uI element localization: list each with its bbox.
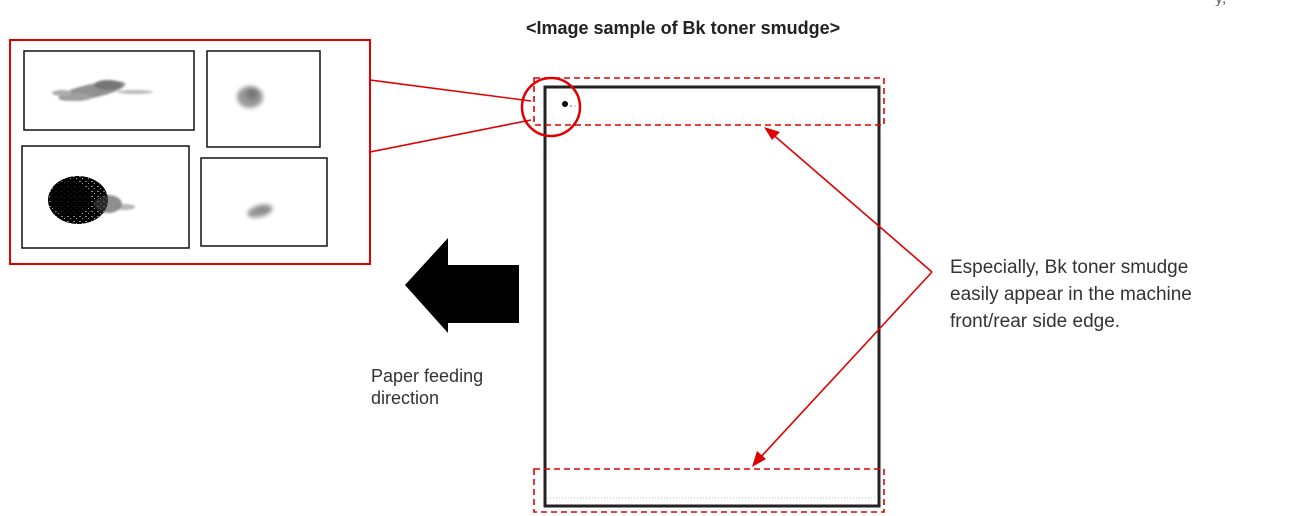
- sample-heavy-smudge: [21, 145, 190, 249]
- callout-line-2: easily appear in the machine: [950, 284, 1192, 305]
- callout-line-3: front/rear side edge.: [950, 311, 1121, 332]
- samples-callout-box: [9, 39, 532, 265]
- callout-line-top: [369, 79, 532, 102]
- smudge-highlight-circle: [520, 76, 582, 138]
- callout-line-bottom: [369, 119, 532, 153]
- callout-pointer-arrows: [752, 127, 933, 467]
- paper-feed-label: Paper feeding direction: [371, 365, 483, 409]
- sample-streak-smudge: [23, 50, 195, 131]
- diagram-title: <Image sample of Bk toner smudge>: [526, 18, 841, 38]
- paper-feed-label-line-1: Paper feeding: [371, 366, 484, 386]
- edge-zone-bottom: [533, 468, 885, 513]
- paper-feed-arrow-icon: [405, 238, 519, 333]
- paper-sheet: [543, 85, 881, 508]
- cropped-corner-text: y,: [1215, 0, 1302, 6]
- sample-light-smudge: [206, 50, 321, 148]
- smudge-spot: [562, 101, 576, 107]
- paper-feed-label-line-2: direction: [371, 388, 440, 408]
- callout-line-1: Especially, Bk toner smudge: [950, 257, 1189, 278]
- sample-faint-smudge: [200, 157, 328, 247]
- edge-zone-top: [533, 77, 885, 126]
- callout-text: Especially, Bk toner smudge easily appea…: [950, 254, 1192, 335]
